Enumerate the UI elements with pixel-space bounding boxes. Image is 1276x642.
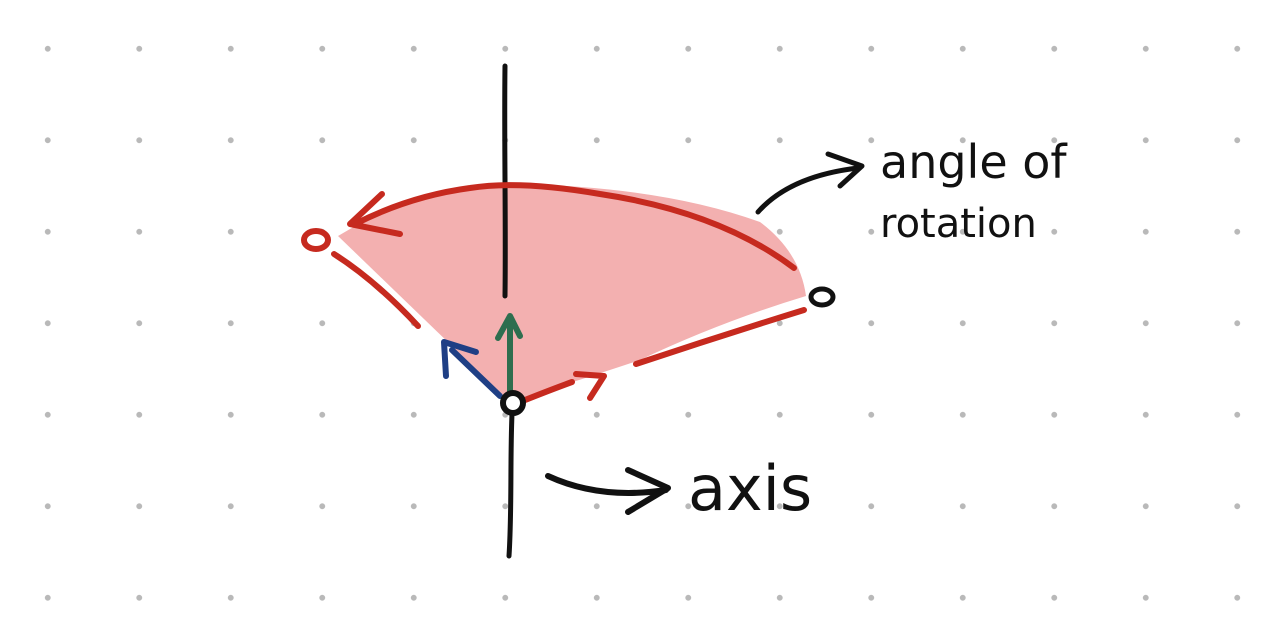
origin-point [500,390,526,416]
angle-of-rotation-label-line1: angle of [880,135,1068,189]
rotation-axis-upper [502,63,508,299]
start-point-marker [301,228,331,252]
rotated-vector-blue-arrowhead [441,339,479,379]
sector-right-edge-outer [633,307,807,367]
arc-arrowhead [347,191,403,237]
axis-annotation-arrow [545,473,669,496]
angle-annotation-arrow [755,165,861,215]
right-edge-arrowhead [573,371,607,401]
end-point-marker [808,286,836,308]
sector-left-edge [331,251,421,329]
rotation-axis-lower [506,411,515,559]
rotation-sector [338,184,806,402]
rotated-vector-blue [449,347,503,399]
angle-annotation-arrowhead [825,151,865,189]
axis-label: axis [688,452,812,525]
rotation-arc [352,182,797,271]
axis-vector-green-arrowhead [495,313,523,341]
angle-of-rotation-label-line2: rotation [880,201,1037,247]
axis-annotation-arrowhead [625,467,671,515]
